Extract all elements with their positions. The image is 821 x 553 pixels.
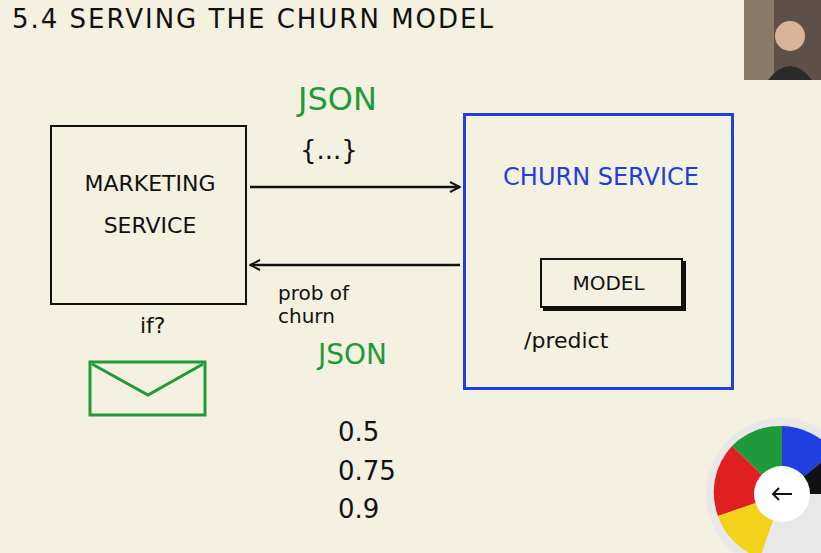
response-arrow	[250, 264, 460, 267]
service-box: CHURN SERVICE/predict MODEL	[463, 113, 734, 390]
webcam-frame	[744, 0, 821, 80]
edge-label: prob of churn	[278, 282, 378, 328]
box-title: MARKETING SERVICE	[70, 163, 230, 247]
probability-value: 0.75	[338, 457, 396, 486]
format-label: JSON	[318, 340, 387, 371]
webcam-shelf	[744, 0, 774, 80]
probability-value: 0.9	[338, 495, 379, 524]
wheel-center	[754, 466, 810, 522]
service-box: MARKETING SERVICE	[50, 125, 247, 305]
box-title: MODEL	[542, 272, 675, 295]
envelope-flap	[92, 364, 203, 395]
probability-value: 0.5	[338, 418, 379, 447]
endpoint-label: /predict	[524, 328, 644, 353]
wheel-back-arrow	[773, 488, 792, 500]
condition-note: if?	[140, 314, 166, 338]
page-title: 5.4 SERVING THE CHURN MODEL	[12, 4, 495, 34]
color-wheel	[706, 418, 821, 553]
webcam-body	[768, 66, 812, 80]
edge-label: {...}	[300, 136, 380, 166]
wheel-rim	[706, 418, 821, 553]
format-label: JSON	[298, 82, 377, 117]
request-arrow	[250, 186, 460, 189]
box-title: CHURN SERVICE	[476, 164, 726, 192]
webcam-head	[775, 21, 805, 51]
envelope-icon	[90, 362, 205, 415]
model-box: MODEL	[540, 258, 683, 308]
